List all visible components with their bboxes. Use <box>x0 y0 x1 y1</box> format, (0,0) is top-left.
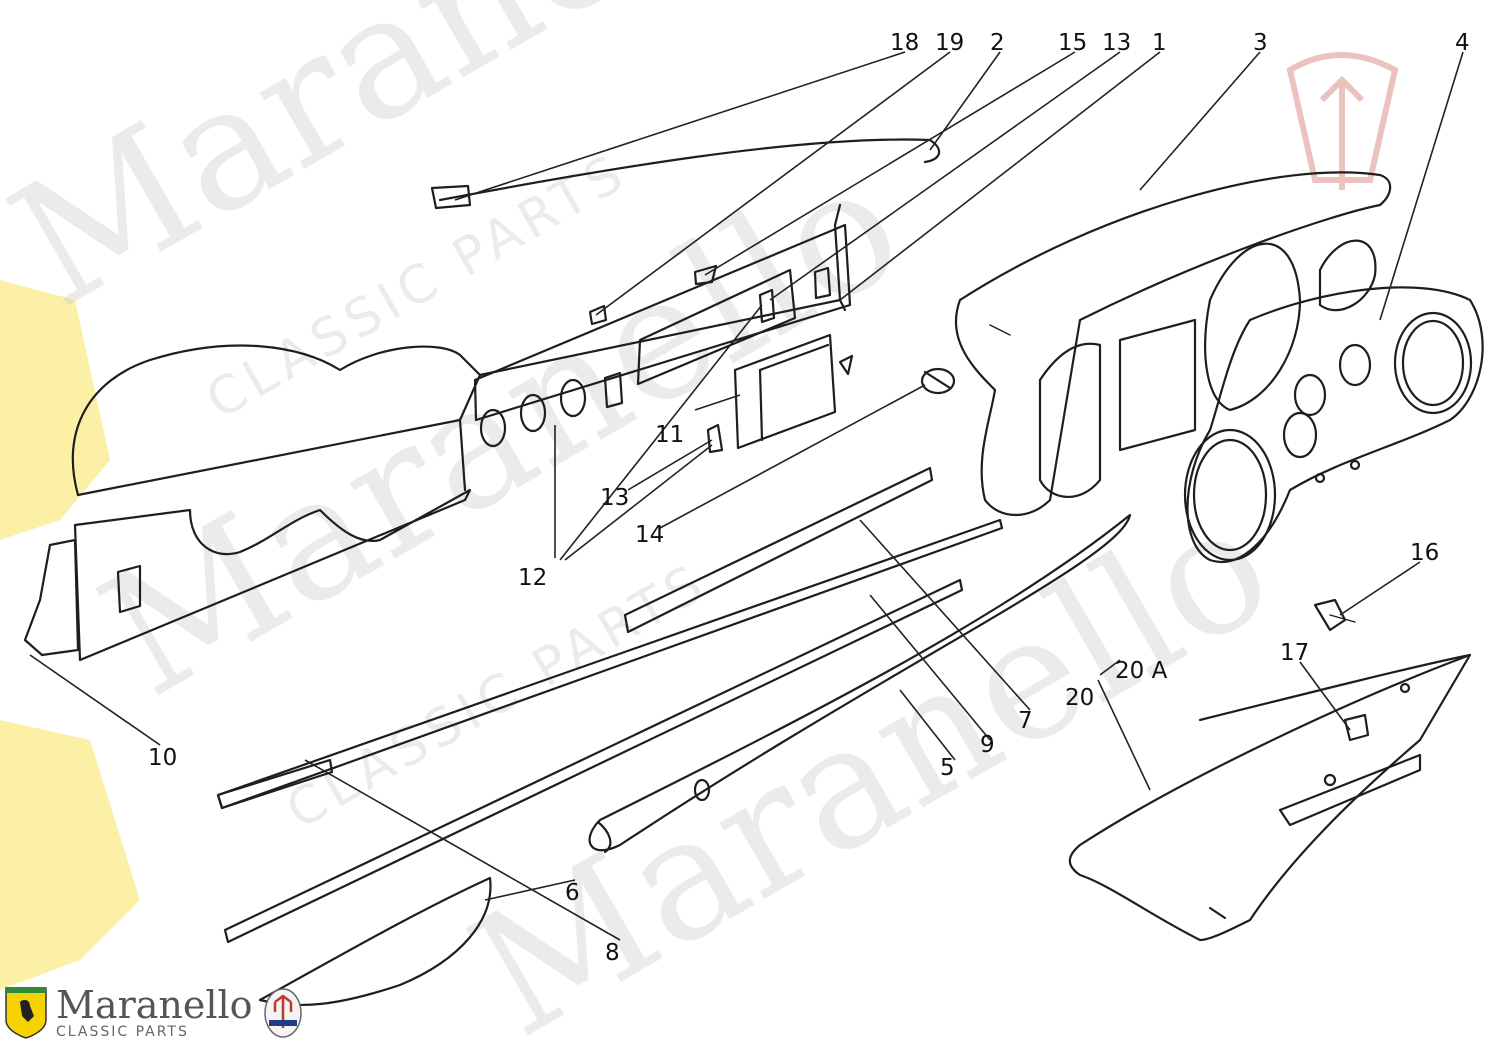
part-4-gauge-plate <box>1183 286 1484 563</box>
callout-10: 10 <box>148 745 177 771</box>
callout-12: 12 <box>518 565 547 591</box>
maserati-trident-icon <box>263 988 302 1038</box>
callout-6: 6 <box>565 880 580 906</box>
part-2-top-rail <box>430 138 941 210</box>
callout-18: 18 <box>890 30 919 56</box>
part-16-clip <box>1313 598 1356 632</box>
callout-19: 19 <box>935 30 964 56</box>
callout-20a: 20 A <box>1115 658 1168 684</box>
callout-8: 8 <box>605 940 620 966</box>
part-7-strip <box>623 466 934 634</box>
callout-1: 1 <box>1152 30 1167 56</box>
part-long-strip <box>223 578 964 944</box>
part-5-trim <box>588 513 1132 854</box>
callout-3: 3 <box>1253 30 1268 56</box>
callout-11: 11 <box>655 422 684 448</box>
callout-5: 5 <box>940 755 955 781</box>
callout-labels: 18 19 2 15 13 1 3 4 16 17 20 20 A 7 9 5 … <box>148 30 1470 966</box>
part-11-small-panel <box>733 333 854 450</box>
part-1-dashboard-panel <box>71 203 852 497</box>
part-14-knob <box>920 367 956 395</box>
part-10-lower-panel <box>23 488 472 662</box>
callout-15: 15 <box>1058 30 1087 56</box>
logo-subtitle: CLASSIC PARTS <box>56 1024 189 1040</box>
callout-9: 9 <box>980 732 995 758</box>
callout-13-top: 13 <box>1102 30 1131 56</box>
brand-logo[interactable]: Maranello CLASSIC PARTS <box>4 986 305 1040</box>
callout-17: 17 <box>1280 640 1309 666</box>
callout-13-bottom: 13 <box>600 485 629 511</box>
callout-16: 16 <box>1410 540 1439 566</box>
part-20-glovebox <box>1068 653 1472 942</box>
part-8-strip <box>216 758 334 810</box>
logo-name: Maranello <box>56 983 253 1027</box>
leader-lines <box>29 51 1464 941</box>
ferrari-shield-watermark <box>0 280 140 990</box>
part-3-instrument-hood <box>954 171 1392 517</box>
logo-text: Maranello CLASSIC PARTS <box>56 986 253 1040</box>
callout-2: 2 <box>990 30 1005 56</box>
watermark-brand-3: Maranello <box>442 464 1302 1050</box>
ferrari-shield-icon <box>5 987 47 1039</box>
callout-14: 14 <box>635 522 664 548</box>
clips-13-15-19 <box>588 264 724 454</box>
callout-4: 4 <box>1455 30 1470 56</box>
maserati-trident-watermark <box>1286 52 1399 190</box>
part-6-trim <box>258 876 492 1007</box>
callout-7: 7 <box>1018 708 1033 734</box>
callout-20: 20 <box>1065 685 1094 711</box>
